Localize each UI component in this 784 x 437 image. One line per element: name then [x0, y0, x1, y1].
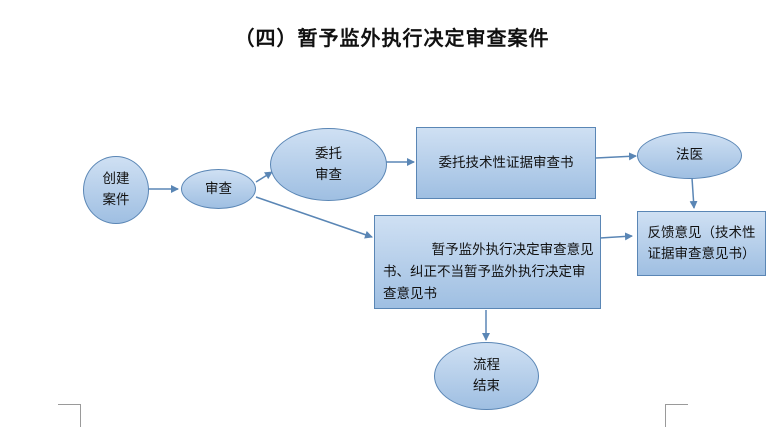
node-decision-doc: 暂予监外执行决定审查意见书、纠正不当暂予监外执行决定审查意见书	[374, 215, 601, 309]
node-review: 审查	[181, 169, 256, 209]
node-feedback: 反馈意见（技术性证据审查意见书）	[637, 211, 766, 276]
arrow-review-to-decision	[255, 196, 373, 239]
node-end-flow-label: 流程 结束	[473, 357, 500, 394]
node-create-case: 创建 案件	[83, 156, 149, 224]
node-feedback-label: 反馈意见（技术性证据审查意见书）	[647, 224, 756, 262]
page-corner-mark-right	[665, 404, 688, 427]
node-entrust-review-label: 委托 审查	[315, 145, 342, 183]
arrow-tech-to-forensic	[595, 152, 637, 161]
page-title: （四）暂予监外执行决定审查案件	[234, 26, 550, 50]
node-create-case-label: 创建 案件	[102, 171, 130, 208]
node-end-flow: 流程 结束	[434, 342, 539, 410]
node-entrust-tech: 委托技术性证据审查书	[416, 127, 596, 199]
arrow-decision-to-feedback	[599, 232, 633, 241]
arrow-forensic-to-feedback	[689, 177, 698, 209]
node-forensic-label: 法医	[676, 147, 703, 164]
node-review-label: 审查	[205, 180, 232, 197]
node-decision-doc-label: 暂予监外执行决定审查意见书、纠正不当暂予监外执行决定审查意见书	[383, 242, 594, 302]
arrow-review-to-entrust	[255, 171, 273, 183]
node-forensic: 法医	[637, 132, 742, 179]
node-entrust-review: 委托 审查	[270, 128, 387, 201]
page-corner-mark-left	[58, 404, 81, 427]
node-entrust-tech-label: 委托技术性证据审查书	[438, 154, 574, 171]
